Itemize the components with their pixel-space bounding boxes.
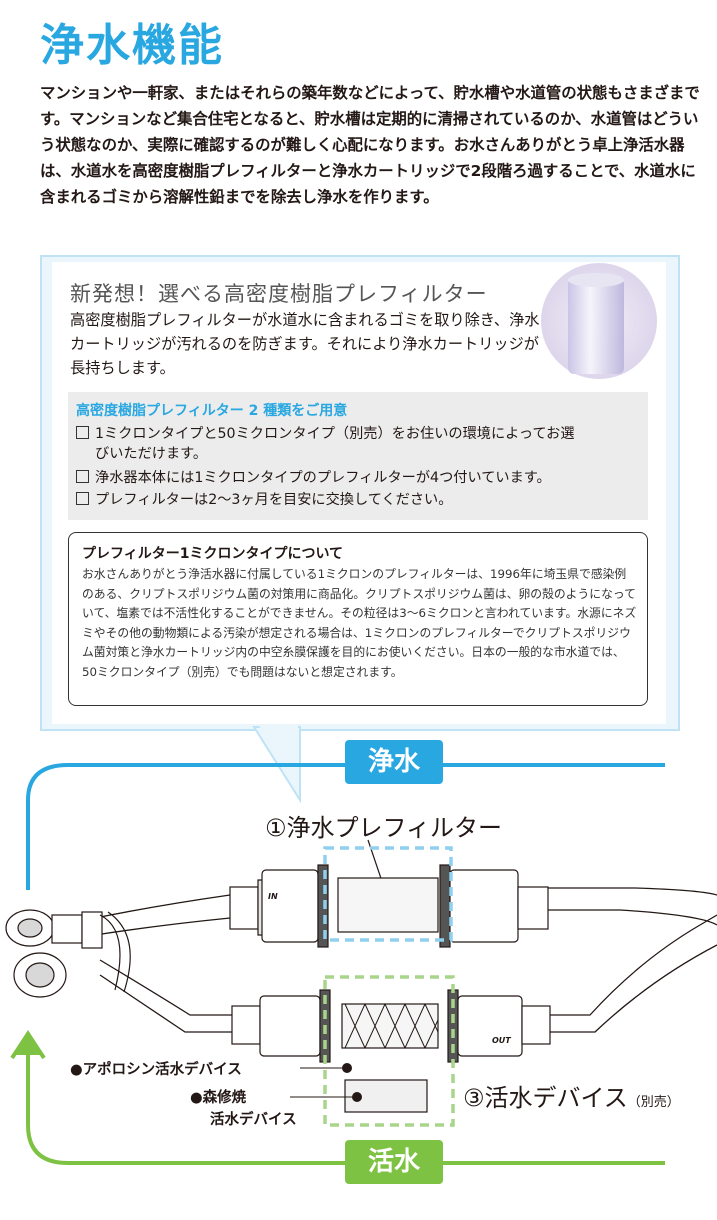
device-label-text: ③活水デバイス: [463, 1084, 628, 1112]
types-item-2: 浄水器本体には1ミクロンタイプのプレフィルターが4つ付いています。: [76, 468, 551, 488]
morishu-label-2: 活水デバイス: [210, 1112, 297, 1128]
types-item-3-text: プレフィルターは2〜3ヶ月を目安に交換してください。: [95, 492, 453, 508]
activate-flow-line: [26, 1050, 665, 1165]
types-item-1: 1ミクロンタイプと50ミクロンタイプ（別売）をお住いの環境によってお選: [76, 424, 575, 444]
device-highlight-box: [323, 975, 455, 1127]
prefilter-cartridge-image: [541, 263, 657, 379]
apollosin-label: ●アポロシン活水デバイス: [70, 1062, 242, 1078]
types-box: [68, 392, 648, 520]
types-item-1-cont-text: びいただけます。: [95, 446, 208, 462]
device-label: ③活水デバイス（別売）: [463, 1078, 680, 1113]
types-heading: 高密度樹脂プレフィルター 2 種類をご用意: [76, 403, 348, 419]
prefilter-heading: 新発想！選べる高密度樹脂プレフィルター: [70, 282, 488, 306]
page-title: 浄水機能: [40, 20, 224, 71]
intro-text: マンションや一軒家、またはそれらの築年数などによって、貯水槽や水道管の状態もさま…: [40, 84, 700, 206]
purify-flow-line: [26, 763, 665, 890]
faucet-icon: [5, 909, 131, 998]
device-label-note: （別売）: [627, 1095, 680, 1110]
prefilter-label: ①浄水プレフィルター: [265, 814, 503, 842]
types-item-1-cont: びいただけます。: [95, 444, 207, 464]
types-item-2-text: 浄水器本体には1ミクロンタイプのプレフィルターが4つ付いています。: [95, 470, 551, 486]
in-mark-label: IN: [268, 892, 278, 901]
morishu-label-1: ●森修焼: [190, 1090, 247, 1106]
types-item-3: プレフィルターは2〜3ヶ月を目安に交換してください。: [76, 490, 452, 510]
about-text: お水さんありがとう浄活水器に付属している1ミクロンのプレフィルターは、1996年…: [82, 567, 637, 679]
types-item-1-text: 1ミクロンタイプと50ミクロンタイプ（別売）をお住いの環境によってお選: [95, 426, 575, 442]
checkbox-icon: [76, 426, 89, 439]
checkbox-icon: [76, 470, 89, 483]
about-heading: プレフィルター1ミクロンタイプについて: [82, 546, 344, 562]
prefilter-highlight-box: [323, 846, 453, 942]
apollosin-device-pattern: [344, 1003, 439, 1049]
checkbox-icon: [76, 492, 89, 505]
top-filter-unit: [229, 864, 549, 948]
prefilter-text: 高密度樹脂プレフィルターが水道水に含まれるゴミを取り除き、浄水カートリッジが汚れ…: [70, 311, 540, 377]
out-mark-label: OUT: [492, 1036, 511, 1045]
purify-badge: 浄水: [345, 740, 443, 784]
activate-badge: 活水: [345, 1140, 443, 1184]
about-box: [68, 532, 648, 706]
